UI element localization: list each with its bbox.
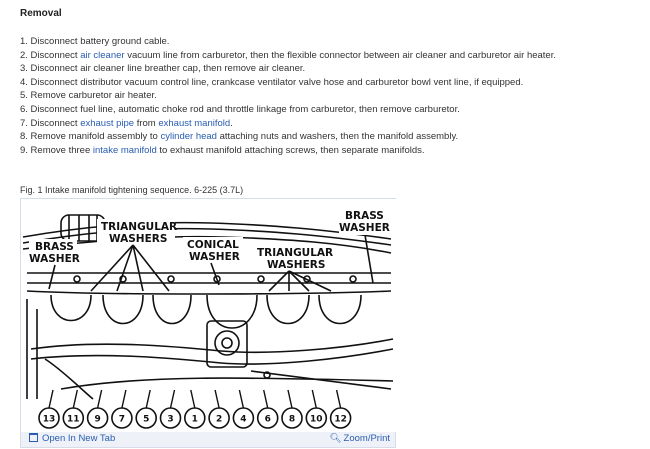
step-text: from bbox=[134, 117, 159, 129]
step-text: 9. Remove three bbox=[20, 144, 93, 156]
callout-brass-left-1: BRASS bbox=[35, 241, 74, 253]
step-text: vacuum line from carburetor, then the fl… bbox=[124, 49, 556, 61]
sequence-number: 8 bbox=[289, 415, 295, 425]
sequence-number: 3 bbox=[167, 415, 173, 425]
step-link[interactable]: air cleaner bbox=[80, 49, 125, 61]
sequence-leader bbox=[214, 389, 220, 409]
step-text: 7. Disconnect bbox=[20, 117, 81, 129]
callout-bg bbox=[183, 237, 243, 263]
callout-bg bbox=[97, 219, 175, 245]
zoom-print-link[interactable]: 🔍︎Zoom/Print bbox=[329, 433, 390, 444]
step-text: . bbox=[230, 117, 233, 129]
callout-conical-2: WASHER bbox=[189, 251, 240, 263]
step-item: 6. Disconnect fuel line, automatic choke… bbox=[20, 103, 645, 117]
step-text: to exhaust manifold attaching screws, th… bbox=[156, 144, 425, 156]
callout-bg bbox=[251, 245, 331, 271]
step-link[interactable]: cylinder head bbox=[160, 131, 217, 143]
callout-brass-left-2: WASHER bbox=[29, 253, 80, 265]
step-link[interactable]: exhaust manifold bbox=[158, 117, 231, 129]
callout-triangular-right-2: WASHERS bbox=[267, 259, 325, 271]
sequence-leader bbox=[263, 389, 269, 409]
open-tab-label: Open In New Tab bbox=[42, 433, 116, 444]
sequence-leader bbox=[335, 389, 342, 409]
step-item: 9. Remove three intake manifold to exhau… bbox=[20, 144, 645, 158]
step-text: 1. Disconnect battery ground cable. bbox=[20, 36, 170, 47]
step-text: 8. Remove manifold assembly to bbox=[20, 131, 161, 143]
callout-bg bbox=[29, 239, 77, 265]
step-item: 7. Disconnect exhaust pipe from exhaust … bbox=[20, 117, 645, 131]
sequence-number: 6 bbox=[265, 415, 271, 425]
sequence-leader bbox=[190, 389, 196, 409]
callout-bg bbox=[339, 207, 393, 235]
removal-steps-list: 1. Disconnect battery ground cable. 2. Di… bbox=[20, 35, 645, 157]
step-item: 5. Remove carburetor air heater. bbox=[20, 89, 645, 103]
callout-triangular-left-1: TRIANGULAR bbox=[101, 221, 177, 233]
sequence-number: 7 bbox=[119, 415, 125, 425]
figure-caption: Fig. 1 Intake manifold tightening sequen… bbox=[20, 185, 244, 195]
step-item: 8. Remove manifold assembly to cylinder … bbox=[20, 130, 645, 144]
open-tab-icon bbox=[29, 433, 38, 442]
step-text: 2. Disconnect bbox=[20, 49, 81, 61]
callout-conical-1: CONICAL bbox=[187, 239, 239, 251]
step-text: 5. Remove carburetor air heater. bbox=[20, 90, 157, 102]
section-heading: Removal bbox=[20, 8, 62, 19]
sequence-leader bbox=[96, 389, 103, 409]
step-item: 4. Disconnect distributor vacuum control… bbox=[20, 76, 645, 90]
callout-triangular-right-1: TRIANGULAR bbox=[257, 247, 333, 259]
step-text: 3. Disconnect air cleaner line breather … bbox=[20, 63, 306, 75]
zoom-label: Zoom/Print bbox=[343, 433, 390, 444]
sequence-number: 9 bbox=[94, 415, 100, 425]
sequence-number: 4 bbox=[240, 415, 246, 425]
engine-drawing bbox=[22, 214, 394, 400]
step-item: 1. Disconnect battery ground cable. bbox=[20, 35, 645, 49]
sequence-circle bbox=[256, 407, 279, 429]
sequence-leader bbox=[145, 389, 151, 409]
sequence-leader bbox=[48, 389, 54, 409]
sequence-leader bbox=[72, 389, 78, 409]
sequence-leader bbox=[121, 389, 127, 409]
step-text: 4. Disconnect distributor vacuum control… bbox=[20, 76, 524, 88]
step-item: 2. Disconnect air cleaner vacuum line fr… bbox=[20, 49, 645, 63]
sequence-leader bbox=[311, 389, 317, 409]
step-text: attaching nuts and washers, then the man… bbox=[216, 131, 459, 143]
figure-footer: Open In New Tab 🔍︎Zoom/Print bbox=[21, 430, 395, 447]
open-in-new-tab-link[interactable]: Open In New Tab bbox=[29, 433, 115, 444]
step-link[interactable]: intake manifold bbox=[92, 144, 157, 156]
sequence-number: 10 bbox=[310, 415, 323, 425]
leader-lines bbox=[48, 234, 374, 292]
manifold-diagram: TRIANGULAR WASHERS BRASS WASHER CONICAL … bbox=[21, 199, 397, 432]
manifold-figure: TRIANGULAR WASHERS BRASS WASHER CONICAL … bbox=[20, 198, 397, 448]
sequence-leader bbox=[169, 389, 176, 409]
callout-triangular-left-2: WASHERS bbox=[109, 233, 167, 245]
step-item: 3. Disconnect air cleaner line breather … bbox=[20, 62, 645, 76]
step-text: 6. Disconnect fuel line, automatic choke… bbox=[20, 103, 460, 115]
sequence-leader bbox=[238, 389, 245, 409]
sequence-number: 1 bbox=[192, 415, 198, 425]
zoom-icon: 🔍︎ bbox=[329, 433, 342, 444]
sequence-number: 5 bbox=[143, 415, 149, 425]
step-link[interactable]: exhaust pipe bbox=[80, 117, 135, 129]
sequence-number: 12 bbox=[334, 415, 347, 425]
callout-brass-right-2: WASHER bbox=[339, 222, 390, 234]
sequence-leader bbox=[287, 389, 293, 409]
callout-brass-right-1: BRASS bbox=[345, 210, 384, 222]
sequence-number: 13 bbox=[43, 415, 56, 425]
sequence-number: 11 bbox=[67, 415, 80, 425]
sequence-number: 2 bbox=[216, 415, 222, 425]
